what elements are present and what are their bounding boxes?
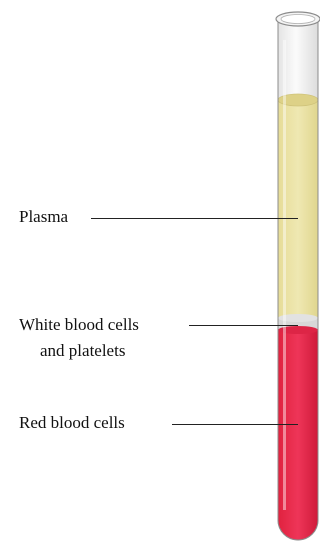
plasma-label: Plasma xyxy=(19,207,68,227)
wbc-leader-line xyxy=(189,325,298,326)
wbc-label-line1: White blood cells xyxy=(19,315,139,335)
rbc-leader-line xyxy=(172,424,298,425)
rbc-label: Red blood cells xyxy=(19,413,125,433)
plasma-leader-line xyxy=(91,218,298,219)
wbc-label-line2: and platelets xyxy=(40,341,125,361)
